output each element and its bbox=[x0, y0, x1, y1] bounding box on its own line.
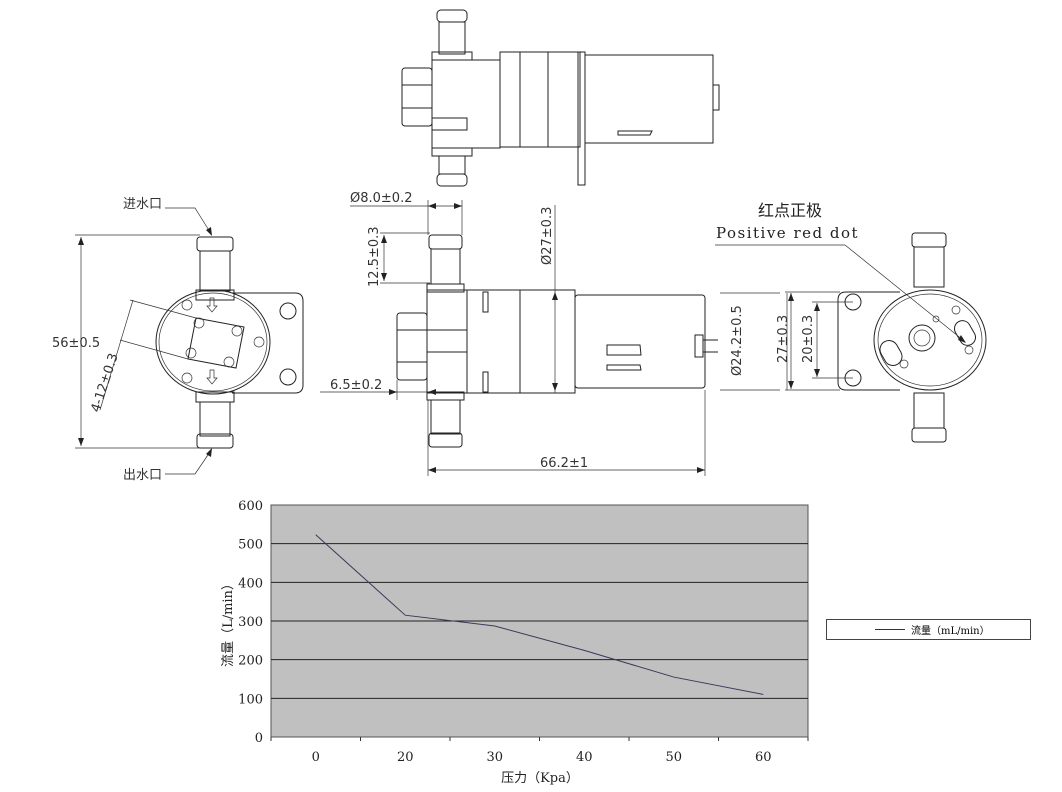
dim-flange-offset: 6.5±0.2 bbox=[330, 378, 382, 393]
x-tick-label: 30 bbox=[486, 750, 503, 765]
dim-mount-holes: 4-12±0.3 bbox=[89, 352, 122, 415]
left-view bbox=[75, 207, 304, 475]
y-tick-label: 0 bbox=[255, 731, 263, 746]
polarity-label-en: Positive red dot bbox=[716, 224, 859, 242]
dim-body-diameter: Ø27±0.3 bbox=[540, 207, 555, 265]
polarity-label-cn: 红点正极 bbox=[758, 201, 822, 220]
legend-swatch bbox=[875, 629, 905, 630]
y-axis-label: 流量（L/min） bbox=[221, 577, 236, 667]
y-tick-label: 200 bbox=[238, 654, 263, 669]
y-tick-label: 400 bbox=[238, 576, 263, 591]
dim-total-length: 66.2±1 bbox=[540, 456, 588, 471]
top-view bbox=[401, 9, 720, 187]
dim-height: 56±0.5 bbox=[52, 336, 100, 351]
dim-flange-height: 27±0.3 bbox=[776, 315, 791, 363]
dim-motor-diameter: Ø24.2±0.5 bbox=[730, 305, 745, 376]
series-line-flow bbox=[315, 534, 764, 695]
legend-label: 流量（mL/min） bbox=[911, 626, 990, 637]
outlet-label: 出水口 bbox=[123, 468, 162, 483]
y-tick-label: 300 bbox=[238, 615, 263, 630]
dim-pipe-length: 12.5±0.3 bbox=[367, 226, 382, 287]
x-tick-label: 50 bbox=[665, 750, 682, 765]
x-tick-label: 0 bbox=[312, 750, 320, 765]
y-tick-label: 500 bbox=[238, 538, 263, 553]
x-axis-label: 压力（Kpa） bbox=[501, 771, 579, 786]
side-view bbox=[320, 200, 788, 476]
dim-pipe-diameter: Ø8.0±0.2 bbox=[350, 191, 412, 206]
x-tick-label: 60 bbox=[755, 750, 772, 765]
y-tick-label: 100 bbox=[238, 692, 263, 707]
dim-hole-spacing: 20±0.3 bbox=[801, 315, 816, 363]
x-tick-label: 40 bbox=[576, 750, 593, 765]
chart-legend: 流量（mL/min） bbox=[826, 619, 1031, 640]
y-tick-label: 600 bbox=[238, 499, 263, 514]
x-tick-label: 20 bbox=[397, 750, 414, 765]
inlet-label: 进水口 bbox=[123, 197, 162, 212]
end-view bbox=[715, 232, 987, 443]
